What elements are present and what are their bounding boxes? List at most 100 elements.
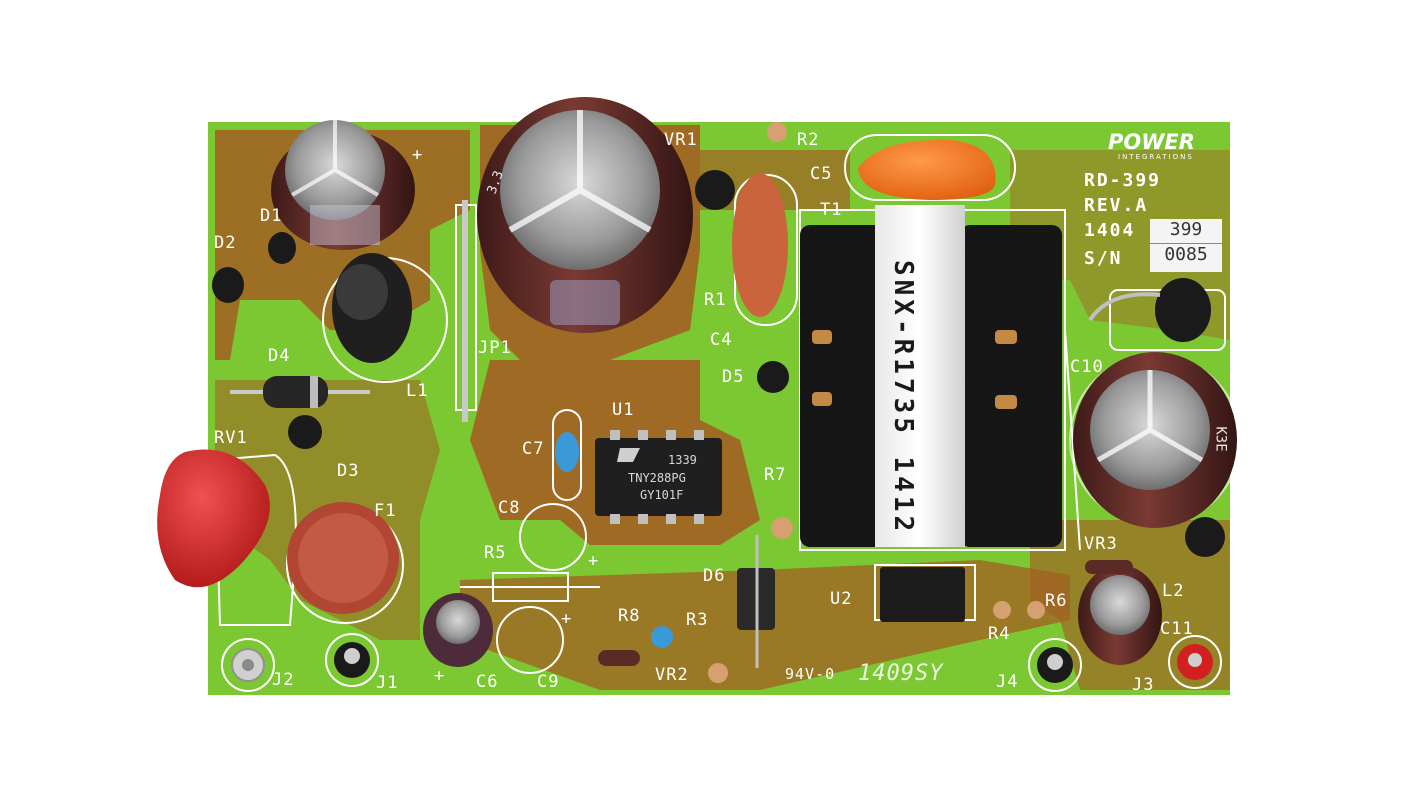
- ic-u1-pins: [610, 430, 704, 524]
- cap-c11-top: [1090, 575, 1150, 635]
- xfmr-core-right: [960, 225, 1062, 547]
- silk-c9-outline: [496, 606, 564, 674]
- label-c8: C8: [498, 498, 521, 518]
- label-d1: D1: [260, 206, 283, 226]
- label-c9: C9: [537, 672, 560, 692]
- label-r3: R3: [686, 610, 709, 630]
- plus-c8: +: [588, 551, 600, 571]
- pad-j4-hole: [1047, 654, 1063, 670]
- output-cap-marking: K3E: [1212, 426, 1229, 452]
- label-c5: C5: [810, 164, 833, 184]
- zener-vr1: [695, 170, 735, 210]
- cap-c1-vent: [290, 120, 380, 197]
- cap-c10-vent: [1096, 370, 1204, 463]
- silk-c7-outline: [552, 409, 582, 501]
- pad-j2: [221, 638, 275, 692]
- label-l1: L1: [406, 381, 429, 401]
- label-r1: R1: [704, 290, 727, 310]
- resistor-r7: [771, 517, 793, 539]
- label-jp1: JP1: [478, 338, 512, 358]
- ic-u1-line2: TNY288PG: [628, 471, 686, 485]
- label-c7: C7: [522, 439, 545, 459]
- label-j2: J2: [272, 670, 295, 690]
- varistor-rv1: [157, 449, 270, 588]
- label-c10: C10: [1070, 357, 1104, 377]
- pad-j3-hole: [1188, 653, 1202, 667]
- diode-d4: [263, 376, 328, 408]
- diode-d10: [1155, 278, 1211, 342]
- revision-label: REV.A: [1084, 195, 1149, 216]
- label-d5: D5: [722, 367, 745, 387]
- cap-r1: [732, 173, 788, 317]
- resistor-r3: [708, 663, 728, 683]
- plus-c9: +: [561, 609, 573, 629]
- label-u2: U2: [830, 589, 853, 609]
- pad-j2-hole: [242, 659, 254, 671]
- label-c4: C4: [710, 330, 733, 350]
- flammability-rating: 94V-0: [785, 665, 836, 683]
- label-rv1: RV1: [214, 428, 248, 448]
- label-vr2: VR2: [655, 665, 689, 685]
- label-vr1: VR1: [664, 130, 698, 150]
- label-r7: R7: [764, 465, 787, 485]
- cap-c5: [858, 139, 996, 200]
- pad-j1-hole: [344, 648, 360, 664]
- serial-number-label: S/N: [1084, 248, 1123, 269]
- diode-d5: [757, 361, 789, 393]
- label-r6: R6: [1045, 591, 1068, 611]
- label-d3: D3: [337, 461, 360, 481]
- label-c6: C6: [476, 672, 499, 692]
- pad-j4: [1028, 638, 1082, 692]
- label-u1: U1: [612, 400, 635, 420]
- diode-d3: [288, 415, 322, 449]
- resistor-r2: [767, 122, 787, 142]
- diode-d1: [268, 232, 296, 264]
- ic-u1-line1: 1339: [668, 453, 697, 467]
- zener-vr2: [598, 650, 640, 666]
- jumper-jp1: [462, 200, 468, 422]
- ic-u1-line3: GY101F: [640, 488, 684, 502]
- fuse-f1-inner: [298, 513, 388, 603]
- label-j1: J1: [376, 673, 399, 693]
- serial-sticker-line2: 0085: [1150, 244, 1222, 272]
- serial-sticker-line1: 399: [1150, 219, 1222, 243]
- label-r2: R2: [797, 130, 820, 150]
- label-r8: R8: [618, 606, 641, 626]
- date-code-label: 1404: [1084, 220, 1136, 241]
- ic-u1-logo: [617, 448, 640, 462]
- diode-d10-lead: [1088, 292, 1161, 322]
- xfmr-core-left: [800, 225, 888, 547]
- cap-bulk-sleeve: [550, 280, 620, 325]
- label-c11: C11: [1160, 619, 1194, 639]
- label-j3: J3: [1132, 675, 1155, 695]
- xfmr-winding-pins: [812, 330, 1017, 409]
- xfmr-bobbin: [875, 205, 965, 547]
- label-j4: J4: [996, 672, 1019, 692]
- resistor-r4: [993, 601, 1011, 619]
- label-d2: D2: [214, 233, 237, 253]
- pad-j3: [1168, 635, 1222, 689]
- opto-u2: [880, 567, 965, 622]
- label-l2: L2: [1162, 581, 1185, 601]
- silk-c8-outline: [519, 503, 587, 571]
- pad-j1: [325, 633, 379, 687]
- brand-logo: POWER: [1108, 130, 1195, 154]
- plus-c10: +: [412, 145, 424, 165]
- resistor-r6: [1027, 601, 1045, 619]
- diode-d4-band: [310, 376, 318, 408]
- inductor-l1-top: [336, 264, 388, 320]
- cap-c6-top: [436, 600, 480, 644]
- zener-vr3: [1085, 560, 1133, 574]
- inductor-l2: [1185, 517, 1225, 557]
- cap-bulk-vent: [508, 110, 652, 233]
- transformer-marking: SNX-R1735 1412: [888, 260, 918, 536]
- cap-c7: [555, 432, 579, 472]
- label-t1: T1: [820, 200, 843, 220]
- label-f1: F1: [374, 501, 397, 521]
- ref-design-label: RD-399: [1084, 170, 1162, 191]
- brand-subtitle: INTEGRATIONS: [1118, 153, 1194, 161]
- label-d6: D6: [703, 566, 726, 586]
- plus-c6: +: [434, 666, 446, 686]
- resistor-r8: [651, 626, 673, 648]
